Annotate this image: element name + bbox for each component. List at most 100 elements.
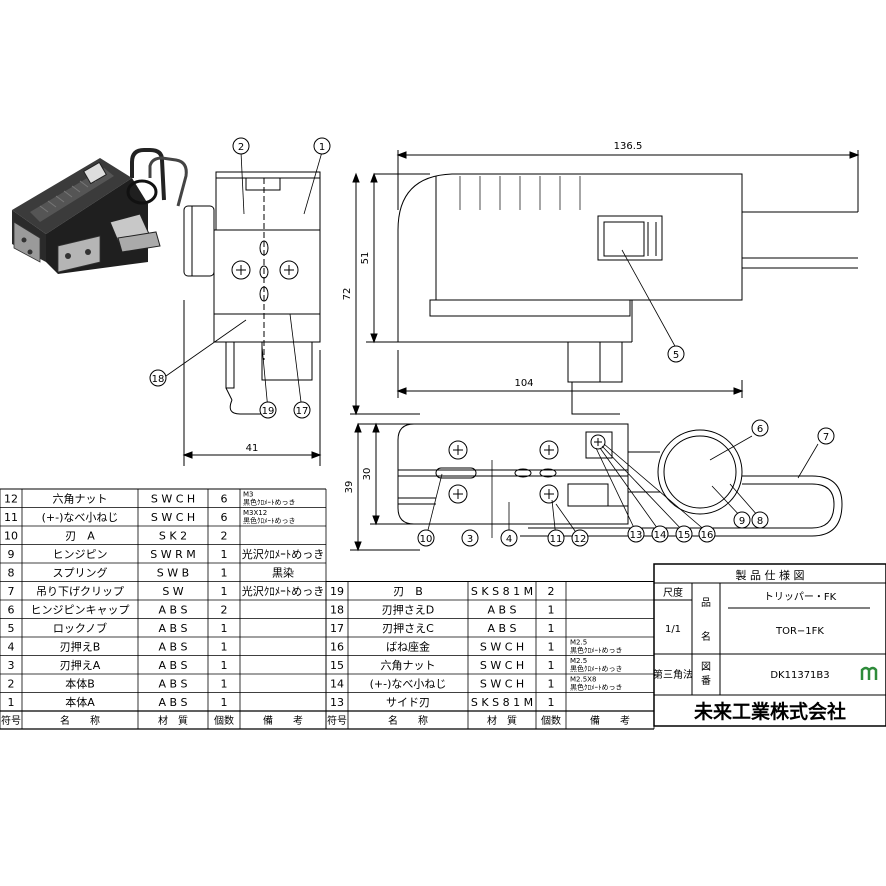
company-logo-mark [860, 666, 878, 680]
parts-left-row-material: A B S [158, 640, 187, 653]
parts-left-row-name: ヒンジピン [53, 548, 108, 561]
parts-left-row-qty: 1 [221, 696, 228, 709]
parts-right-row-header-name: 名 称 [388, 714, 428, 727]
projection: 第三角法 [653, 668, 693, 681]
product-photo [12, 148, 188, 274]
front-view [182, 171, 322, 466]
parts-right-row-no: 19 [330, 585, 344, 598]
parts-left-row-name: ロックノブ [53, 621, 107, 635]
svg-text:1: 1 [319, 142, 325, 153]
callout-17: 17 [293, 401, 311, 419]
parts-left-row-name: ヒンジピンキャップ [31, 603, 130, 616]
parts-left-row-no: 2 [8, 677, 15, 690]
scale-value: 1/1 [665, 624, 681, 635]
company-name: 未来工業株式会社 [693, 700, 846, 723]
parts-left-row-qty: 6 [221, 492, 228, 505]
dim-72: 72 [342, 288, 353, 301]
parts-right-row-material: S K S 8 1 M [471, 696, 533, 709]
parts-right-row-no: 13 [330, 696, 344, 709]
parts-right-row-no: 16 [330, 640, 344, 653]
parts-left-row-no: 12 [4, 492, 18, 505]
product-name-1: トリッパー・FK [764, 591, 837, 603]
svg-text:14: 14 [654, 530, 667, 541]
parts-right-row-qty: 1 [548, 659, 555, 672]
callout-10: 10 [417, 529, 435, 547]
dim-136-5: 136.5 [614, 141, 643, 152]
parts-right-row-no: 15 [330, 659, 344, 672]
title-heading: 製 品 仕 様 図 [736, 568, 805, 582]
parts-left-row-header-material: 材 質 [158, 714, 188, 727]
callout-5: 5 [667, 345, 685, 363]
parts-left-row-qty: 1 [221, 622, 228, 635]
callout-3: 3 [461, 529, 479, 547]
parts-left-row-note: 光沢ｸﾛﾒｰﾄめっき [242, 547, 325, 561]
parts-left-row-header-name: 名 称 [60, 714, 100, 727]
bottom-view [350, 422, 843, 552]
parts-left-row-name: (+-)なべ小ねじ [42, 511, 119, 524]
parts-right-row-qty: 1 [548, 640, 555, 653]
parts-left-row-material: S W [162, 585, 183, 598]
parts-left-row-material: S W C H [151, 492, 195, 505]
parts-right-row-name: ばね座金 [386, 639, 430, 653]
parts-left-row-qty: 1 [221, 659, 228, 672]
callouts [165, 151, 819, 539]
svg-text:12: 12 [574, 534, 587, 545]
parts-left-row-material: A B S [158, 603, 187, 616]
parts-left-row-no: 10 [4, 529, 18, 542]
parts-left-row-material: S W R M [150, 548, 195, 561]
parts-right-row-header-no: 符号 [327, 714, 347, 727]
svg-text:17: 17 [296, 406, 309, 417]
parts-left-row-qty: 1 [221, 585, 228, 598]
parts-right-row-name: 刃押さえC [382, 621, 434, 635]
parts-left-row-material: S K 2 [159, 529, 187, 542]
dim-104: 104 [514, 378, 533, 389]
parts-left-row-header-no: 符号 [1, 714, 21, 727]
svg-text:3: 3 [467, 534, 473, 545]
product-name-2: TOR−1FK [775, 626, 824, 637]
callout-4: 4 [500, 529, 518, 547]
drawing-no-label-2: 番 [701, 675, 711, 687]
callout-11: 11 [547, 529, 565, 547]
callout-6: 6 [751, 419, 769, 437]
svg-text:6: 6 [757, 424, 763, 435]
callout-2: 2 [232, 137, 250, 155]
svg-text:7: 7 [823, 432, 829, 443]
parts-left-row-material: A B S [158, 622, 187, 635]
parts-left-row-name: 刃押えB [60, 639, 101, 653]
parts-right-row-material: S W C H [480, 677, 524, 690]
parts-left-row-no: 4 [8, 640, 15, 653]
dim-30: 30 [362, 468, 373, 481]
parts-left-row-no: 5 [8, 622, 15, 635]
parts-right-row-name: 六角ナット [381, 659, 436, 672]
parts-right-row-no: 17 [330, 622, 344, 635]
parts-left-row-no: 11 [4, 511, 18, 524]
parts-right-row-qty: 1 [548, 622, 555, 635]
parts-left-row-name: 本体B [65, 676, 95, 690]
svg-text:8: 8 [757, 516, 763, 527]
parts-left-row-material: A B S [158, 677, 187, 690]
svg-text:4: 4 [506, 534, 512, 545]
callout-9: 9 [733, 511, 751, 529]
parts-left-row-no: 9 [8, 548, 15, 561]
callout-15: 15 [675, 525, 693, 543]
drawing-number: DK11371B3 [770, 670, 829, 681]
callout-13: 13 [627, 525, 645, 543]
parts-right-row-name: (+-)なべ小ねじ [370, 677, 447, 690]
parts-right-row-header-qty: 個数 [541, 714, 561, 727]
parts-left-row-no: 6 [8, 603, 15, 616]
parts-left-row-qty: 1 [221, 566, 228, 579]
parts-left-row-name: 刃 A [65, 529, 95, 542]
parts-right-row-qty: 1 [548, 696, 555, 709]
parts-right-row-material: A B S [487, 622, 516, 635]
parts-right-row-qty: 2 [548, 585, 555, 598]
parts-right-row-header-material: 材 質 [487, 714, 517, 727]
svg-text:15: 15 [678, 530, 691, 541]
parts-right-row-no: 18 [330, 603, 344, 616]
